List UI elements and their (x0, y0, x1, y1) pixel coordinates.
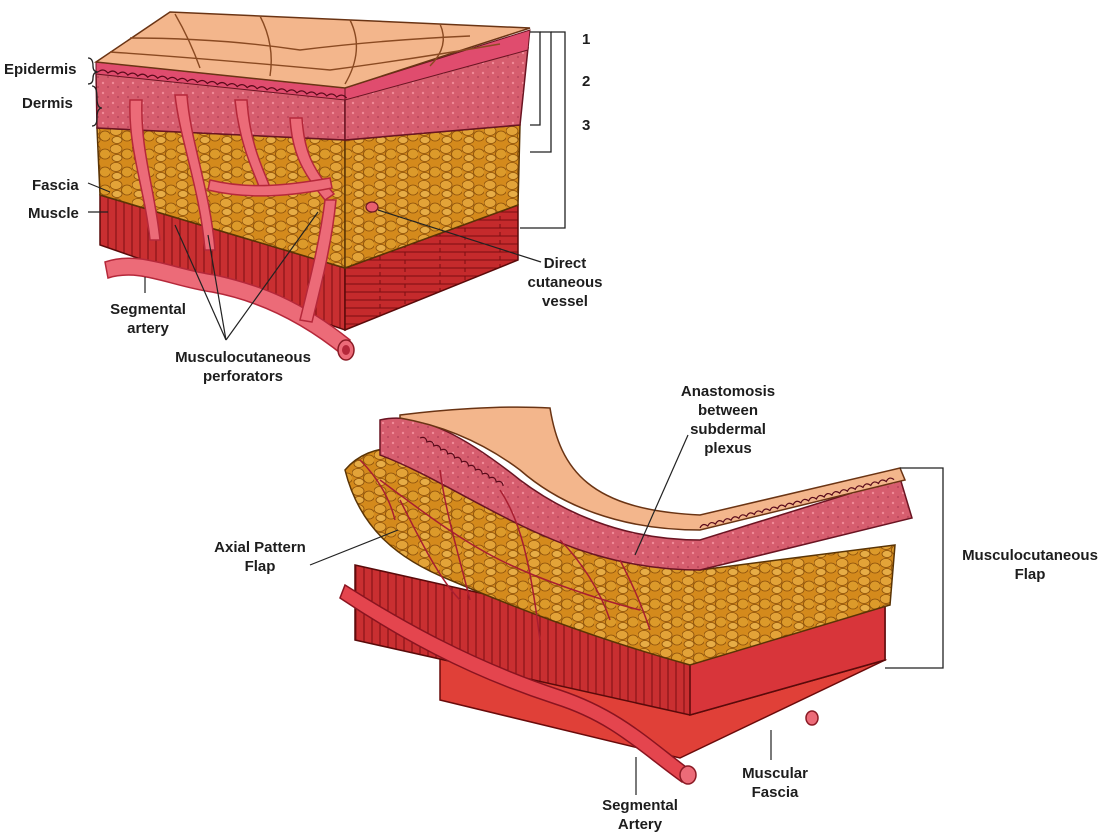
bottom-flap-illustration (340, 407, 912, 784)
label-fascia-line2: Fascia (725, 783, 825, 802)
label-number-2: 2 (582, 72, 590, 91)
label-seg-bottom-line2: Artery (590, 815, 690, 834)
label-dermis: Dermis (22, 94, 73, 113)
label-axial-line1: Axial Pattern (200, 538, 320, 557)
label-direct-line2: cutaneous (515, 273, 615, 292)
label-direct-line1: Direct (515, 254, 615, 273)
label-fascia-line1: Muscular (725, 764, 825, 783)
label-direct-line3: vessel (515, 292, 615, 311)
label-mc-flap-line2: Flap (955, 565, 1105, 584)
label-musculocutaneous-flap: Musculocutaneous Flap (955, 546, 1105, 584)
label-direct-cutaneous-vessel: Direct cutaneous vessel (515, 254, 615, 311)
label-muscular-fascia: Muscular Fascia (725, 764, 825, 802)
label-fascia: Fascia (32, 176, 79, 195)
label-number-1: 1 (582, 30, 590, 49)
label-anastomosis-line4: plexus (668, 439, 788, 458)
label-anastomosis-line2: between (668, 401, 788, 420)
label-anastomosis: Anastomosis between subdermal plexus (668, 382, 788, 458)
label-seg-bottom-line1: Segmental (590, 796, 690, 815)
label-mc-flap-line1: Musculocutaneous (955, 546, 1105, 565)
label-axial-line2: Flap (200, 557, 320, 576)
label-segmental-artery-line1: Segmental (93, 300, 203, 319)
label-number-3: 3 (582, 116, 590, 135)
label-epidermis: Epidermis (4, 60, 77, 79)
label-segmental-artery-line2: artery (93, 319, 203, 338)
label-axial-pattern-flap: Axial Pattern Flap (200, 538, 320, 576)
label-musculocutaneous-perforators: Musculocutaneous perforators (168, 348, 318, 386)
label-perforators-line2: perforators (168, 367, 318, 386)
label-perforators-line1: Musculocutaneous (168, 348, 318, 367)
label-segmental-artery-bottom: Segmental Artery (590, 796, 690, 834)
label-anastomosis-line1: Anastomosis (668, 382, 788, 401)
label-anastomosis-line3: subdermal (668, 420, 788, 439)
label-segmental-artery: Segmental artery (93, 300, 203, 338)
label-muscle: Muscle (28, 204, 79, 223)
